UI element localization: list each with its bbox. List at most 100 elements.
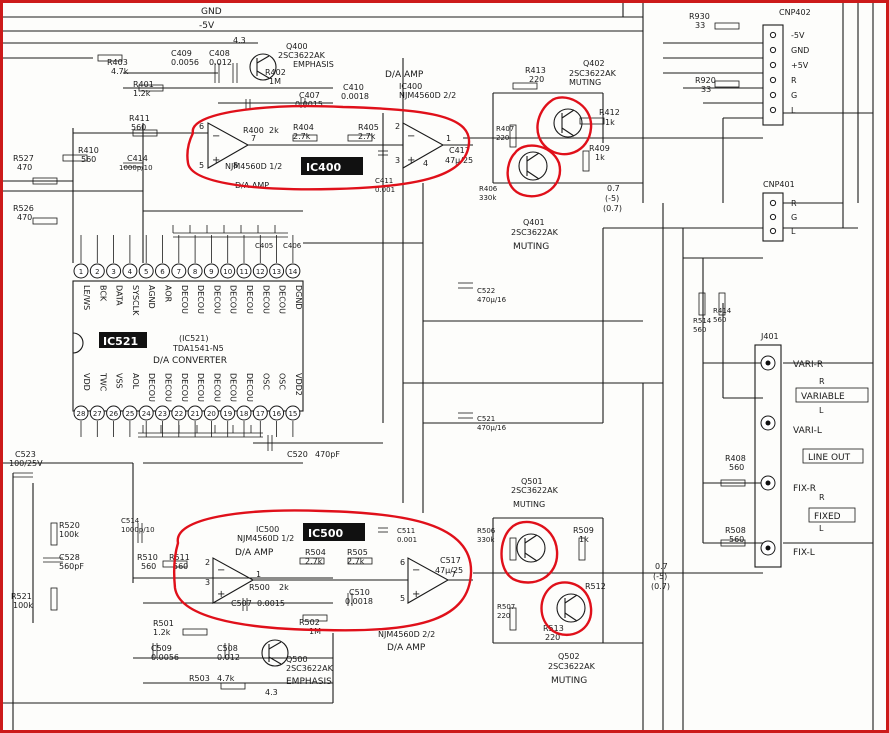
r404-value: 2.7k bbox=[293, 132, 311, 141]
ic521-pin-19 bbox=[220, 405, 236, 421]
r507-label: R507 bbox=[497, 603, 515, 611]
ic500-part2: NJM4560D 2/2 bbox=[378, 630, 435, 639]
r504-value: 2.7k bbox=[305, 557, 323, 566]
svg-text:−: − bbox=[407, 131, 415, 142]
c411-value: 0.001 bbox=[375, 186, 395, 194]
c517-label: C517 bbox=[440, 556, 461, 565]
r511-value: 560 bbox=[173, 562, 188, 571]
cnp402-pin-label: R bbox=[791, 76, 797, 85]
c409-label: C409 bbox=[171, 49, 192, 58]
ic521-pin-number: 5 bbox=[144, 268, 148, 276]
r930-value: 33 bbox=[695, 21, 705, 30]
c508-value: 0.012 bbox=[217, 653, 240, 662]
c520-label: C520 bbox=[287, 450, 308, 459]
ic400-highlight-ring bbox=[186, 104, 471, 191]
q502-func: MUTING bbox=[551, 676, 587, 686]
decoupling-caps-top: C406 C405 bbox=[172, 225, 302, 250]
q502-part: 2SC3622AK bbox=[548, 662, 596, 671]
r502-label: R502 bbox=[299, 618, 320, 627]
j401-name: J401 bbox=[760, 332, 779, 341]
fixed-l-letter: L bbox=[819, 524, 824, 533]
ic521-pin-name: TWC bbox=[98, 372, 107, 392]
c514-label: C514 bbox=[121, 517, 140, 525]
c417-label: C417 bbox=[449, 146, 470, 155]
r527-value: 470 bbox=[17, 163, 32, 172]
q402-transistor-icon bbox=[553, 108, 583, 138]
c410-label: C410 bbox=[343, 83, 364, 92]
ic521-pin-number: 10 bbox=[223, 268, 232, 276]
ic521-pin-number: 22 bbox=[174, 410, 183, 418]
cnp402-pin-label: -5V bbox=[791, 31, 805, 40]
c510-value: 0.0018 bbox=[345, 597, 373, 606]
ic521-pin-name: AGND bbox=[147, 285, 156, 309]
fixed-r-letter: R bbox=[819, 493, 825, 502]
variable-l-letter: L bbox=[819, 406, 824, 415]
r506-label: R506 bbox=[477, 527, 496, 535]
c528-label: C528 bbox=[59, 553, 80, 562]
q400-func: EMPHASIS bbox=[293, 60, 334, 69]
ic521-pin-number: 11 bbox=[240, 268, 249, 276]
ic521-pin-name: DECOU bbox=[212, 373, 221, 402]
r402-value: 1M bbox=[269, 77, 281, 86]
ic521-desc: D/A CONVERTER bbox=[153, 356, 227, 366]
m5v-rail-label: -5V bbox=[199, 21, 215, 31]
r511-label: R511 bbox=[169, 553, 190, 562]
q401-highlight-ring bbox=[506, 144, 562, 198]
wiring bbox=[3, 3, 874, 730]
r920-label: R920 bbox=[695, 76, 716, 85]
r503-value: 4.7k bbox=[217, 674, 235, 683]
r401-label: R401 bbox=[133, 80, 154, 89]
voltage-0-7-c: 0.7 bbox=[655, 562, 668, 571]
ic521-pin-number: 9 bbox=[209, 268, 213, 276]
ic521-pin-number: 1 bbox=[79, 268, 83, 276]
ic500-amp1-label: D/A AMP bbox=[235, 548, 274, 558]
ic521-pin-number: 25 bbox=[125, 410, 134, 418]
r412-value: 1k bbox=[605, 118, 615, 127]
r414-value: 560 bbox=[713, 316, 726, 324]
r512-label: R512 bbox=[585, 582, 606, 591]
ic521-pin-10 bbox=[220, 263, 236, 279]
svg-text:+: + bbox=[212, 155, 220, 166]
r502-value: 1M bbox=[309, 627, 321, 636]
c411-label: C411 bbox=[375, 177, 393, 185]
ic500-highlight-ring bbox=[173, 509, 473, 632]
ic521-pin-number: 18 bbox=[240, 410, 249, 418]
r400-value: 2k bbox=[269, 126, 279, 135]
ic521-pin-22 bbox=[171, 405, 187, 421]
jack-fix-l: FIX-L bbox=[793, 548, 815, 558]
ic521-pin-15 bbox=[285, 405, 301, 421]
svg-text:+: + bbox=[407, 155, 415, 166]
ic500-amp2-label: D/A AMP bbox=[387, 643, 426, 653]
ic521-pin-number: 14 bbox=[288, 268, 297, 276]
schematic-diagram: GND -5V bbox=[3, 3, 874, 730]
ic521-pin-number: 12 bbox=[256, 268, 265, 276]
ic521-chip: IC521 (IC521) TDA1541-N5 D/A CONVERTER 1… bbox=[72, 235, 304, 437]
ic500-part1: NJM4560D 1/2 bbox=[237, 534, 294, 543]
j401-jack-panel: J401 VARI-R VARI-L FIX-R FIX-L R VARIABL… bbox=[754, 332, 869, 568]
r506-value: 330k bbox=[477, 536, 495, 544]
jack-vari-r: VARI-R bbox=[793, 360, 823, 370]
c408-value: 0.012 bbox=[209, 58, 232, 67]
svg-text:3: 3 bbox=[395, 156, 400, 165]
gnd-rail-label: GND bbox=[201, 7, 222, 17]
r411-value: 560 bbox=[131, 123, 146, 132]
svg-text:6: 6 bbox=[199, 122, 204, 131]
voltage-4-3-top: 4.3 bbox=[233, 36, 246, 45]
q400-ref: Q400 bbox=[286, 42, 308, 51]
q401-ref: Q401 bbox=[523, 218, 545, 227]
cnp401-pin bbox=[769, 213, 777, 221]
ic400-part1: NJM4560D 1/2 bbox=[225, 162, 282, 171]
supply-rails: GND -5V bbox=[3, 3, 644, 203]
ic521-pin-number: 16 bbox=[272, 410, 281, 418]
svg-text:−: − bbox=[217, 565, 225, 576]
c517-value: 47μ/25 bbox=[435, 566, 463, 575]
ic521-ref: (IC521) bbox=[179, 334, 208, 343]
jack-fix-r: FIX-R bbox=[793, 484, 816, 494]
voltage-0-7-b: (0.7) bbox=[603, 204, 622, 213]
ic521-pin-2 bbox=[89, 263, 105, 279]
ic521-pin-name: DATA bbox=[115, 285, 124, 306]
r509-value: 1k bbox=[579, 535, 589, 544]
ic521-pin-number: 6 bbox=[160, 268, 165, 276]
